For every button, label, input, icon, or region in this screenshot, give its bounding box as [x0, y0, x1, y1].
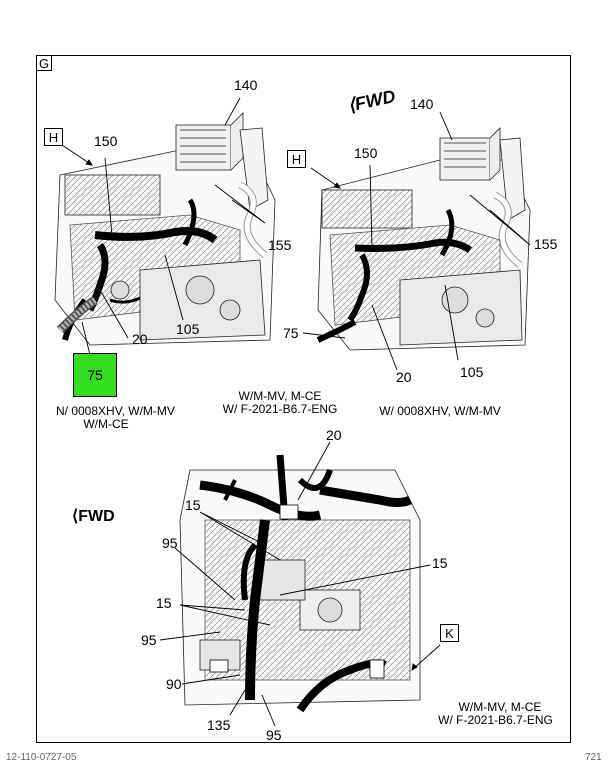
callout-155-left: 155 [268, 237, 292, 253]
detail-ref-k: K [440, 624, 459, 642]
view-label-g: G [36, 55, 52, 71]
highlighted-callout-75[interactable]: 75 [73, 353, 117, 397]
caption-left-line1: N/ 0008XHV, W/M-MV [56, 404, 175, 418]
callout-95-bottom-a: 95 [162, 535, 178, 551]
caption-left-line2: W/M-CE [83, 417, 129, 431]
detail-ref-h-right: H [287, 150, 306, 168]
leader-lines [61, 97, 531, 727]
callout-90-bottom: 90 [166, 676, 182, 692]
callout-20-bottom: 20 [326, 427, 342, 443]
footer-page-number: 721 [585, 752, 602, 763]
fwd-indicator-bottom: ⟨FWD [72, 506, 115, 526]
callout-105-left: 105 [176, 321, 200, 337]
callout-20-right: 20 [396, 369, 412, 385]
callout-105-right: 105 [460, 364, 484, 380]
callout-95-bottom-c: 95 [266, 727, 282, 743]
callout-95-bottom-b: 95 [141, 632, 157, 648]
detail-ref-h-left: H [44, 128, 63, 146]
bottom-engine-view [179, 454, 421, 713]
fwd-arrow-icon: ⟨ [72, 508, 79, 525]
callout-75-right: 75 [283, 325, 299, 341]
callout-15-bottom-c: 15 [156, 595, 172, 611]
callout-135-bottom: 135 [207, 717, 231, 733]
callout-15-bottom-a: 15 [185, 497, 201, 513]
caption-middle-line1: W/M-MV, M-CE [238, 389, 322, 403]
view-frame [36, 55, 571, 743]
callout-15-bottom-b: 15 [432, 555, 448, 571]
footer-illustration-number: 12-110-0727-05 [6, 752, 77, 763]
caption-right: W/ 0008XHV, W/M-MV [379, 404, 501, 418]
callout-155-right: 155 [534, 236, 558, 252]
caption-bottom-line2: W/ F-2021-B6.7-ENG [438, 713, 553, 727]
caption-middle-line2: W/ F-2021-B6.7-ENG [222, 402, 338, 416]
callout-150-left: 150 [94, 133, 118, 149]
caption-bottom-line1: W/M-MV, M-CE [458, 700, 542, 714]
right-engine-view [316, 127, 531, 351]
callout-20-left: 20 [132, 331, 148, 347]
fwd-text-bottom: FWD [78, 508, 115, 525]
left-engine-view [54, 112, 276, 346]
callout-140-right: 140 [410, 96, 434, 112]
callout-140-left: 140 [234, 77, 258, 93]
callout-150-right: 150 [354, 145, 378, 161]
